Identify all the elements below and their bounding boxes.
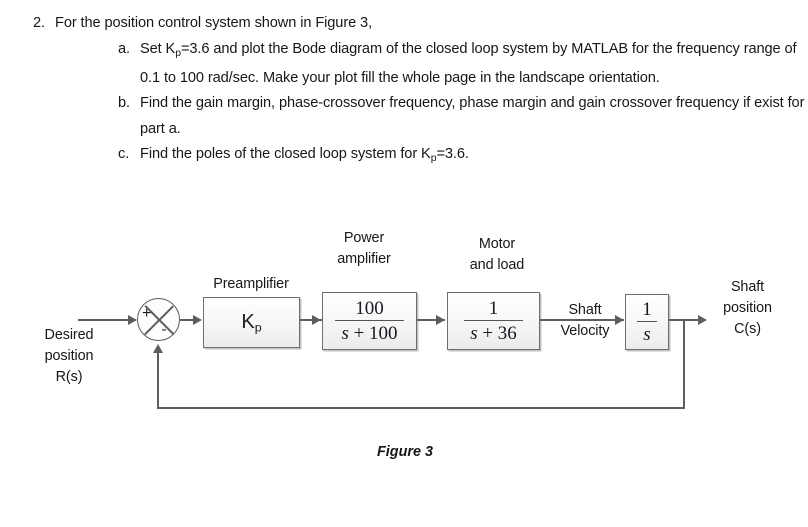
block-integrator: 1 s [625,294,669,350]
arrow-poweramp-input [312,315,321,325]
integrator-numerator: 1 [642,299,652,320]
part-a-text-before: Set K [140,40,176,57]
question-part-b: b. Find the gain margin, phase-crossover… [118,91,808,142]
wire-feedback-across [157,407,685,409]
preamplifier-gain-expression: Kp [241,311,261,335]
power-amplifier-denominator: s + 100 [335,320,404,344]
power-amplifier-title: Power amplifier [337,230,391,267]
figure-caption: Figure 3 [377,444,433,460]
wire-preamp-to-poweramp [300,319,322,321]
question-number: 2. [33,15,45,31]
arrow-output [698,315,707,325]
part-c-subscript: p [430,152,437,165]
question-stem: For the position control system shown in… [55,15,373,31]
motor-numerator: 1 [488,298,499,319]
block-power-amplifier: 100 s + 100 [322,292,417,350]
part-b-text: Find the gain margin, phase-crossover fr… [140,95,805,137]
power-amplifier-denominator-variable: s [341,323,349,344]
summing-junction-minus-sign: - [161,321,167,338]
summing-junction: + - [137,298,180,341]
shaft-position-label: Shaft position C(s) [723,279,772,337]
wire-motor-to-integrator [540,319,624,321]
wire-integrator-to-output [669,319,703,321]
input-signal-label: Desired position R(s) [44,327,94,385]
integrator-transfer-function: 1 s [636,300,658,344]
motor-and-load-title: Motor and load [469,236,525,273]
arrow-feedback-into-sum [153,344,163,353]
arrow-input [128,315,137,325]
wire-poweramp-to-motor [417,319,445,321]
arrow-motor-input [436,315,445,325]
wire-feedback-down [683,319,685,409]
part-c-text-after: =3.6. [436,146,469,163]
part-a-subscript: p [175,46,181,59]
part-a-text: Set Kp=3.6 and plot the Bode diagram of … [140,37,808,92]
question-part-c: c. Find the poles of the closed loop sys… [118,142,808,171]
part-c-text-before: Find the poles of the closed loop system… [140,146,431,163]
block-motor-and-load: 1 s + 36 [447,292,540,350]
part-a-marker: a. [118,40,130,57]
wire-feedback-up [157,351,159,408]
power-amplifier-denominator-rest: + 100 [348,323,398,344]
question-item-2: 2. For the position control system shown… [33,0,808,37]
motor-denominator: s + 36 [464,320,523,343]
part-a-text-after: =3.6 and plot the Bode diagram of the cl… [140,40,797,86]
preamplifier-gain-base: K [241,310,255,333]
motor-denominator-rest: + 36 [477,323,517,344]
question-text-block: 2. For the position control system shown… [0,0,808,172]
wire-sum-to-preamp [180,319,196,321]
part-c-text: Find the poles of the closed loop system… [140,142,808,171]
arrow-integrator-input [615,315,624,325]
part-b-marker: b. [118,95,130,112]
wire-input [78,319,130,321]
block-preamplifier: Kp [203,297,300,348]
integrator-denominator: s [637,321,657,345]
integrator-denominator-variable: s [643,324,651,345]
part-c-marker: c. [118,146,130,163]
preamplifier-gain-subscript: p [254,320,262,335]
shaft-velocity-label: Shaft Velocity [560,302,610,339]
preamplifier-title: Preamplifier [213,276,289,292]
power-amplifier-numerator: 100 [355,298,384,319]
motor-transfer-function: 1 s + 36 [464,299,523,343]
motor-denominator-variable: s [470,323,478,344]
arrow-preamp-input [193,315,202,325]
summing-junction-plus-sign: + [142,305,152,322]
power-amplifier-transfer-function: 100 s + 100 [335,298,404,344]
question-part-a: a. Set Kp=3.6 and plot the Bode diagram … [118,37,808,92]
